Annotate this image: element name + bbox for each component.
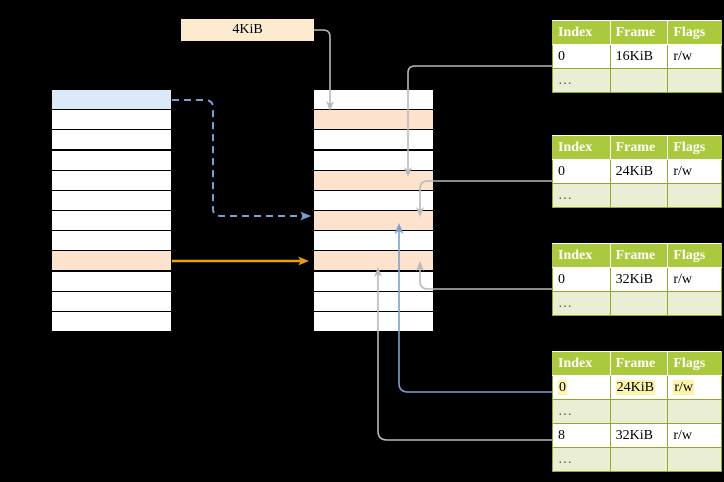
cell-frame: 24KiB — [609, 375, 669, 400]
virtual-page-row-6 — [51, 210, 172, 232]
column-header-index: Index — [552, 135, 611, 160]
physical-frame-row-2 — [313, 129, 434, 151]
physical-frame-row-3 — [313, 149, 434, 171]
cell-frame — [609, 447, 669, 472]
cell-index: … — [552, 447, 611, 472]
cell-flags — [667, 447, 722, 472]
highlighted-value: 0 — [558, 379, 567, 395]
column-header-frame: Frame — [609, 20, 669, 45]
cell-index: 0 — [552, 159, 611, 184]
cell-frame — [609, 291, 669, 316]
cell-index: 0 — [552, 267, 611, 292]
physical-frame-row-8 — [313, 250, 434, 272]
cell-frame — [609, 399, 669, 424]
cell-index: 0 — [552, 44, 611, 69]
cell-flags: r/w — [667, 159, 722, 184]
physical-memory-column — [313, 89, 434, 332]
physical-frame-row-0 — [313, 89, 434, 111]
virtual-page-row-7 — [51, 230, 172, 252]
table-row: … — [552, 183, 722, 208]
size-label-4kib: 4KiB — [181, 19, 314, 41]
column-header-flags: Flags — [667, 135, 722, 160]
column-header-frame: Frame — [609, 351, 669, 376]
column-header-index: Index — [552, 20, 611, 45]
virtual-page-row-5 — [51, 189, 172, 211]
physical-frame-row-6 — [313, 210, 434, 232]
virtual-page-row-9 — [51, 270, 172, 292]
cell-index: … — [552, 68, 611, 93]
cell-index: 0 — [552, 375, 611, 400]
column-header-frame: Frame — [609, 243, 669, 268]
table-row: 0 24KiB r/w — [552, 375, 722, 400]
cell-flags: r/w — [667, 423, 722, 448]
cell-frame: 16KiB — [609, 44, 669, 69]
cell-frame: 32KiB — [609, 423, 669, 448]
table-row: … — [552, 291, 722, 316]
cell-flags — [667, 68, 722, 93]
cell-flags: r/w — [667, 267, 722, 292]
cell-flags — [667, 291, 722, 316]
virtual-page-row-0 — [51, 89, 172, 111]
cell-flags: r/w — [667, 375, 722, 400]
physical-frame-row-10 — [313, 290, 434, 312]
table-row: … — [552, 447, 722, 472]
column-header-index: Index — [552, 243, 611, 268]
cell-index: 8 — [552, 423, 611, 448]
cell-index: … — [552, 183, 611, 208]
connector-table2-to-frame — [416, 180, 552, 217]
physical-frame-row-9 — [313, 270, 434, 292]
cell-frame — [609, 183, 669, 208]
column-header-flags: Flags — [667, 20, 722, 45]
cell-frame: 32KiB — [609, 267, 669, 292]
physical-frame-row-7 — [313, 230, 434, 252]
virtual-page-row-1 — [51, 109, 172, 131]
column-header-flags: Flags — [667, 351, 722, 376]
virtual-page-row-8 — [51, 250, 172, 272]
cell-index: … — [552, 399, 611, 424]
column-header-flags: Flags — [667, 243, 722, 268]
cell-flags — [667, 399, 722, 424]
connector-virtual-page-to-frame-dashed — [172, 99, 311, 221]
physical-frame-row-1 — [313, 109, 434, 131]
physical-frame-row-4 — [313, 169, 434, 191]
virtual-page-row-11 — [51, 310, 172, 332]
virtual-page-row-10 — [51, 290, 172, 312]
cell-frame: 24KiB — [609, 159, 669, 184]
connector-frame-to-table3 — [416, 261, 552, 290]
virtual-page-row-2 — [51, 129, 172, 151]
cell-index: … — [552, 291, 611, 316]
cell-flags — [667, 183, 722, 208]
virtual-address-space-column — [51, 89, 172, 332]
highlighted-value: r/w — [673, 379, 694, 395]
physical-frame-row-11 — [313, 310, 434, 332]
virtual-page-row-4 — [51, 169, 172, 191]
cell-frame — [609, 68, 669, 93]
table-row: … — [552, 68, 722, 93]
highlighted-value: 24KiB — [615, 379, 655, 395]
virtual-page-row-3 — [51, 149, 172, 171]
column-header-index: Index — [552, 351, 611, 376]
cell-flags: r/w — [667, 44, 722, 69]
column-header-frame: Frame — [609, 135, 669, 160]
physical-frame-row-5 — [313, 189, 434, 211]
table-row: … — [552, 399, 722, 424]
